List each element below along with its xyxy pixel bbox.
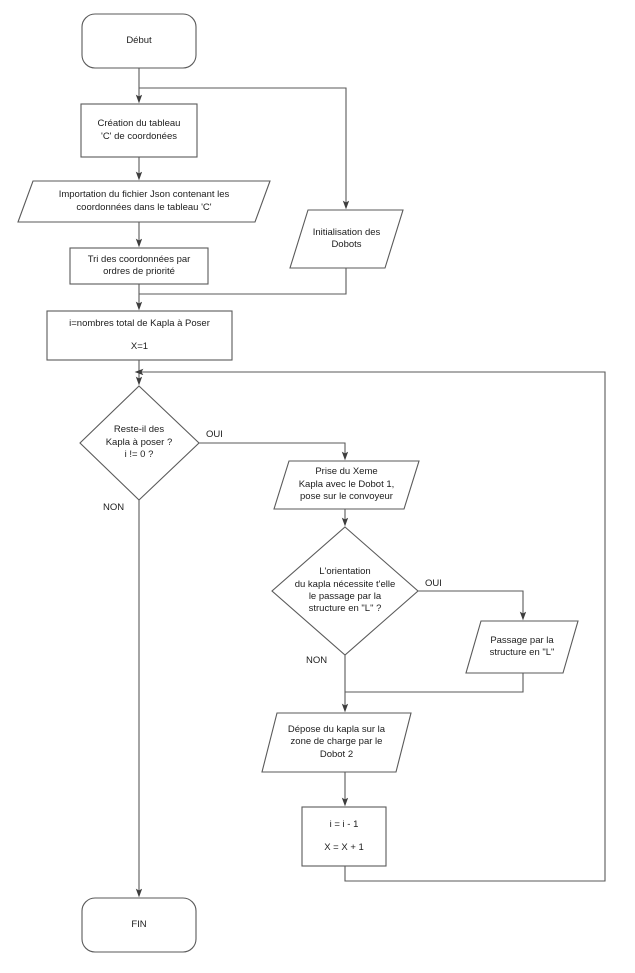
- edge-label-orientation-oui: OUI: [425, 578, 442, 589]
- edge-label-orientation-non: NON: [306, 655, 328, 666]
- edge-orientation-oui-to-passage: [418, 590, 527, 621]
- node-init-compteurs-shape[interactable]: [46, 310, 233, 361]
- node-decision-orientation-shape[interactable]: [271, 526, 419, 656]
- node-start-shape[interactable]: [81, 13, 197, 69]
- node-importation-json-shape[interactable]: [17, 180, 271, 223]
- node-init-dobots-shape[interactable]: [289, 209, 404, 269]
- node-decision-reste-shape[interactable]: [79, 385, 200, 501]
- node-passage-structure-shape[interactable]: [465, 620, 579, 674]
- edge-reste-oui-to-prise: [199, 442, 349, 461]
- edge-label-reste-oui: OUI: [206, 429, 223, 440]
- edge-passage-to-main: [345, 673, 524, 693]
- node-depose-kapla-shape[interactable]: [261, 712, 412, 773]
- edge-increment-loopback: [134, 368, 606, 882]
- node-prise-kapla-shape[interactable]: [273, 460, 420, 510]
- edge-init-dobots-to-main: [139, 268, 347, 295]
- node-increment-shape[interactable]: [301, 806, 387, 867]
- node-creation-tableau-shape[interactable]: [80, 103, 198, 158]
- node-tri-coordonnees-shape[interactable]: [69, 247, 209, 285]
- edge-label-reste-non: NON: [103, 502, 125, 513]
- node-end-shape[interactable]: [81, 897, 197, 953]
- edge-start-to-init-dobots: [139, 87, 350, 210]
